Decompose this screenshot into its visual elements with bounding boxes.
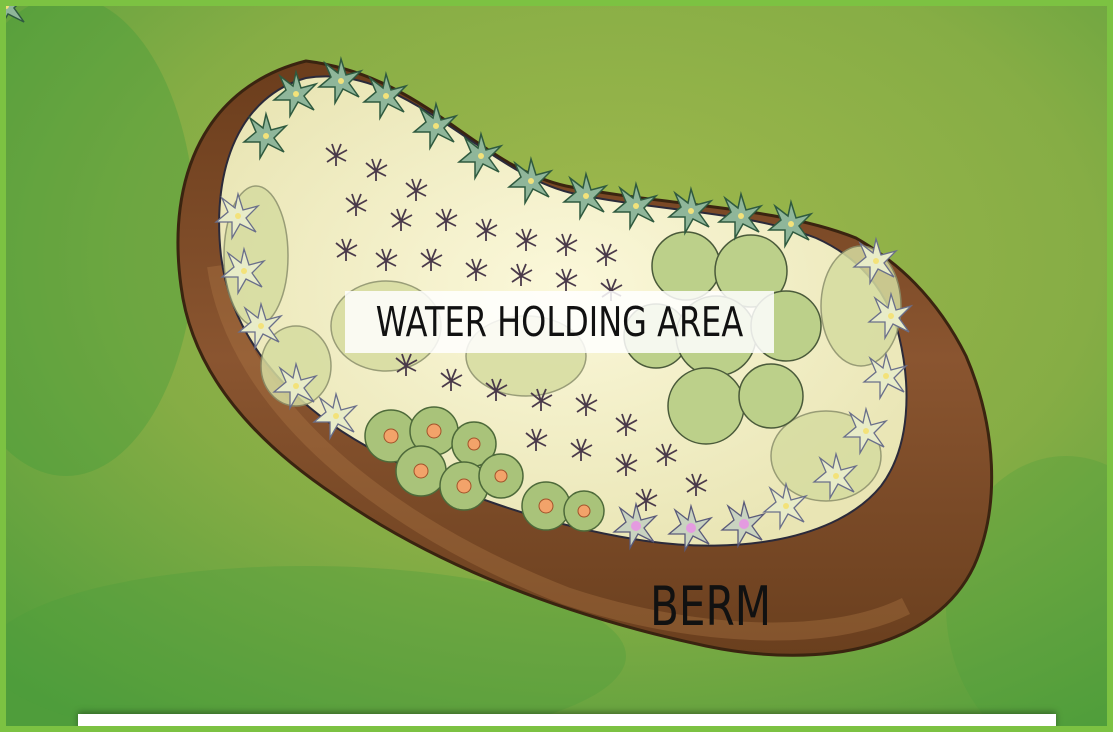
- water-holding-area-label: WATER HOLDING AREA: [345, 291, 774, 353]
- bottom-panel-rule: [94, 728, 1040, 732]
- orange-flower-icon: [457, 479, 471, 493]
- orange-flower-icon: [427, 424, 441, 438]
- berm-label: BERM: [650, 577, 771, 637]
- orange-flower-icon: [578, 505, 590, 517]
- orange-flower-icon: [539, 499, 553, 513]
- bottom-panel: [78, 714, 1056, 732]
- garden-illustration: [6, 6, 1107, 726]
- orange-flower-icon: [414, 464, 428, 478]
- purple-flower-icon: [739, 519, 749, 529]
- purple-flower-icon: [631, 521, 641, 531]
- orange-flower-icon: [384, 429, 398, 443]
- orange-flower-icon: [468, 438, 480, 450]
- purple-flower-icon: [686, 523, 696, 533]
- orange-flower-icon: [495, 470, 507, 482]
